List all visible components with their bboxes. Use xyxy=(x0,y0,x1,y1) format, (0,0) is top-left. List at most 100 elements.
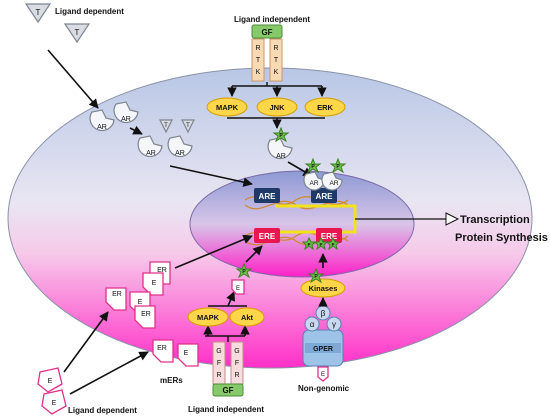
ar-receptor-3-label: AR xyxy=(146,150,156,157)
gper-gamma-icon xyxy=(326,316,342,332)
ar-to-are-arrow xyxy=(169,165,253,187)
rtk-letter-1: R xyxy=(255,45,260,52)
er-receptor-6-icon xyxy=(152,339,174,363)
gper-gamma-label: γ xyxy=(332,320,336,329)
nucleus xyxy=(189,170,415,278)
testosterone-ligand-1-label: T xyxy=(36,8,41,17)
gper-alpha-label: α xyxy=(310,320,315,329)
bound-testosterone-2-label: T xyxy=(186,123,190,129)
rtk-letter-3: K xyxy=(256,69,261,76)
ar-receptor-3-icon xyxy=(137,135,163,158)
rtk-letter-2: T xyxy=(256,57,261,64)
ere-box-2-label: ERE xyxy=(321,232,338,241)
akt-oval xyxy=(229,307,265,327)
er-receptor-7-label: E xyxy=(184,350,189,357)
gper-beta-label: β xyxy=(321,309,326,318)
er-receptor-4-label: E xyxy=(138,299,143,306)
are-box-1 xyxy=(254,188,280,203)
ligand-independent-top-label: Ligand independent xyxy=(234,15,310,24)
ligand-dependent-top-label: Ligand dependent xyxy=(55,7,124,16)
growth-factor-bottom-label: GF xyxy=(222,386,233,395)
phospho-ar-label: AR xyxy=(276,153,286,160)
rtk-letter-5: T xyxy=(274,57,279,64)
phospho-star-5-icon xyxy=(307,267,325,284)
estrogen-to-er-arrow-2 xyxy=(69,351,149,395)
ere-phospho-star-a-icon xyxy=(301,236,317,251)
ligand-dependent-bottom-label: Ligand dependent xyxy=(68,406,137,415)
gper-label: GPER xyxy=(313,346,333,353)
erk-label: ERK xyxy=(317,103,333,112)
ere-phospho-star-b-icon xyxy=(313,236,329,251)
phospho-star-4-label: P xyxy=(242,269,246,275)
rtk-letter-6: K xyxy=(274,69,279,76)
er-receptor-5-icon xyxy=(134,305,156,329)
gper-ligand-label: E xyxy=(321,372,325,378)
ar-receptor-4-icon xyxy=(167,135,193,158)
phospho-er-icon xyxy=(231,279,245,295)
gfr-letter-4: G xyxy=(234,348,239,355)
estrogen-ligand-2-icon xyxy=(41,389,67,415)
er-receptor-7-icon xyxy=(177,343,199,367)
er-receptor-3-label: ER xyxy=(112,291,122,298)
transcription-arrowhead xyxy=(445,212,460,226)
gfr-letter-6: R xyxy=(234,372,239,379)
ere-phospho-star-c-icon xyxy=(325,236,341,251)
gfr-letter-2: F xyxy=(217,360,221,367)
er-to-ere-arrow xyxy=(174,234,253,269)
estrogen-to-er-arrow-1 xyxy=(63,311,109,373)
testosterone-ligand-2-label: T xyxy=(75,28,80,37)
ere-phospho-star-a-label: P xyxy=(307,242,310,247)
gfr-letter-5: F xyxy=(235,360,239,367)
growth-factor-bottom-box xyxy=(212,383,244,397)
non-genomic-label: Non-genomic xyxy=(298,384,350,393)
phospho-star-1-label: P xyxy=(279,133,283,139)
er-receptor-5-label: ER xyxy=(141,311,151,318)
ar-receptor-2-label: AR xyxy=(121,116,131,123)
er-receptor-2-label: E xyxy=(152,280,157,287)
er-receptor-3-icon xyxy=(105,287,127,311)
growth-factor-top-box xyxy=(251,24,283,39)
are-box-2 xyxy=(311,188,337,203)
jnk-label: JNK xyxy=(269,103,285,112)
kinases-oval xyxy=(300,278,346,298)
ar-receptor-2-icon xyxy=(113,101,139,124)
phospho-star-4-icon xyxy=(235,262,253,279)
phospho-star-1-icon xyxy=(272,126,290,143)
protein-synthesis-label: Protein Synthesis xyxy=(455,232,548,244)
bound-testosterone-1-icon xyxy=(159,119,173,134)
ere-box-1 xyxy=(254,228,280,243)
kinases-label: Kinases xyxy=(309,284,338,293)
mapk-top-oval xyxy=(206,97,248,117)
ere-box-1-label: ERE xyxy=(259,232,276,241)
ar-bound-arrow xyxy=(129,125,143,135)
rtk-right-chain xyxy=(269,38,283,82)
gfr-letter-1: G xyxy=(216,348,221,355)
phospho-star-2-icon xyxy=(304,157,322,174)
growth-factor-top-label: GF xyxy=(261,28,272,37)
ere-phospho-star-b-label: P xyxy=(319,242,322,247)
ar-receptor-1-label: AR xyxy=(97,124,107,131)
phospho-er-label: E xyxy=(236,286,240,292)
mapk-bottom-label: MAPK xyxy=(197,313,220,322)
akt-label: Akt xyxy=(241,313,254,322)
gper-alpha-icon xyxy=(304,316,320,332)
estrogen-ligand-1-label: E xyxy=(48,378,53,385)
er-receptor-2-icon xyxy=(142,272,164,296)
phospho-star-2-label: P xyxy=(311,164,315,170)
ere-box-2 xyxy=(316,228,342,243)
ar-dimer-left-label: AR xyxy=(309,180,318,187)
jnk-oval xyxy=(256,97,298,117)
erk-oval xyxy=(304,97,346,117)
testosterone-entry-arrow xyxy=(47,49,99,109)
estrogen-ligand-1-icon xyxy=(37,367,63,393)
gper-receptor-icon xyxy=(302,329,344,367)
are-box-1-label: ARE xyxy=(259,192,277,201)
ere-phospho-star-c-label: P xyxy=(331,242,334,247)
bound-testosterone-1-label: T xyxy=(164,123,168,129)
gfr-letter-3: R xyxy=(216,372,221,379)
ar-receptor-1-icon xyxy=(89,109,115,132)
phospho-star-5-label: P xyxy=(314,274,318,280)
mers-label: mERs xyxy=(160,376,183,385)
